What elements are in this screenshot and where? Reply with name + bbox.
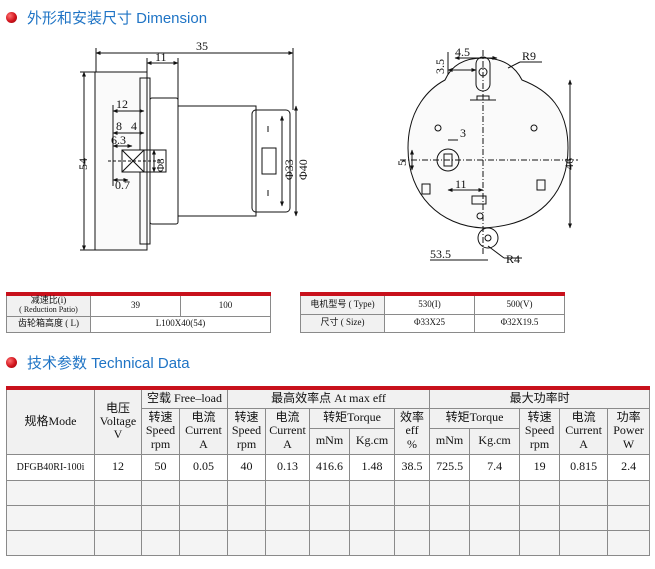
voltage-cell: 12 xyxy=(94,453,142,481)
motor-type-label: 电机型号 ( Type) xyxy=(300,293,385,315)
max-torque-mnm-unit: mNm xyxy=(429,427,471,455)
motor-size-1: Φ33X25 xyxy=(384,313,475,333)
svg-text:R4: R4 xyxy=(506,252,520,266)
technical-data-table: 规格Mode 电压 Voltage V 空载 Free–load 最高效率点 A… xyxy=(6,386,651,556)
svg-text:53.5: 53.5 xyxy=(430,247,451,261)
svg-text:3: 3 xyxy=(460,126,466,140)
model-cell: DFGB40RI-100i xyxy=(6,453,95,481)
eff-current-cell: 0.13 xyxy=(265,453,311,481)
side-view xyxy=(80,48,298,251)
ratio-table: 减速比(i) ( Reduction Patio) 39 100 齿轮箱高度 (… xyxy=(6,292,271,333)
max-torque-mnm-cell: 725.5 xyxy=(429,453,471,481)
red-bullet-icon xyxy=(6,356,17,368)
max-torque-header: 转矩Torque xyxy=(429,407,521,429)
svg-text:46: 46 xyxy=(562,158,576,170)
motor-size-label: 尺寸 ( Size) xyxy=(300,313,385,333)
svg-text:R9: R9 xyxy=(522,49,536,63)
motor-type-2: 500(V) xyxy=(474,293,565,315)
ratio-value-1: 39 xyxy=(90,293,181,317)
svg-text:35: 35 xyxy=(196,39,208,53)
max-power-cell: 2.4 xyxy=(607,453,651,481)
front-view-labels: 4.5 3.5 R9 3 5 11 46 53.5 R4 xyxy=(395,45,576,266)
gearbox-height-label: 齿轮箱高度 ( L) xyxy=(6,315,91,333)
max-torque-kgcm-cell: 7.4 xyxy=(469,453,521,481)
table-row xyxy=(6,504,651,531)
dimension-drawing: 35 11 12 8 4 6.3 54 0.7 Φ8 Φ33 Φ40 xyxy=(76,39,578,266)
free-load-header: 空载 Free–load xyxy=(140,387,229,409)
svg-text:Φ40: Φ40 xyxy=(296,159,310,180)
max-speed-cell: 19 xyxy=(519,453,561,481)
svg-text:5: 5 xyxy=(395,160,409,166)
eff-torque-header: 转矩Torque xyxy=(309,407,396,429)
max-power-header: 最大功率时 xyxy=(429,387,651,409)
gearbox-height-value: L100X40(54) xyxy=(90,315,271,333)
eff-torque-kgcm-unit: Kg.cm xyxy=(349,427,396,455)
svg-text:6.3: 6.3 xyxy=(111,133,126,147)
max-current-cell: 0.815 xyxy=(559,453,609,481)
front-view xyxy=(400,50,578,261)
svg-text:4: 4 xyxy=(131,119,137,133)
svg-text:Φ8: Φ8 xyxy=(155,158,167,172)
efficiency-cell: 38.5 xyxy=(394,453,431,481)
red-bullet-icon xyxy=(6,11,17,23)
side-view-labels: 35 11 12 8 4 6.3 54 0.7 Φ8 Φ33 Φ40 xyxy=(76,39,310,192)
svg-text:3.5: 3.5 xyxy=(433,59,447,74)
table-row xyxy=(6,529,651,556)
eff-speed-cell: 40 xyxy=(227,453,267,481)
ratio-label: 减速比(i) ( Reduction Patio) xyxy=(6,293,91,317)
ratio-value-2: 100 xyxy=(180,293,271,317)
dimension-section-title: 外形和安装尺寸 Dimension xyxy=(6,7,207,27)
model-header: 规格Mode xyxy=(6,387,95,455)
max-eff-header: 最高效率点 At max eff xyxy=(227,387,431,409)
table-row: DFGB40RI-100i 12 50 0.05 40 0.13 416.6 1… xyxy=(6,453,651,481)
technical-section-title: 技术参数 Technical Data xyxy=(6,352,190,372)
svg-text:Φ33: Φ33 xyxy=(282,159,296,180)
max-torque-kgcm-unit: Kg.cm xyxy=(469,427,521,455)
eff-torque-mnm-unit: mNm xyxy=(309,427,351,455)
motor-type-1: 530(I) xyxy=(384,293,475,315)
free-speed-cell: 50 xyxy=(141,453,180,481)
svg-text:4.5: 4.5 xyxy=(455,45,470,59)
free-current-cell: 0.05 xyxy=(178,453,229,481)
table-row xyxy=(6,479,651,506)
svg-text:54: 54 xyxy=(76,158,90,170)
motor-table: 电机型号 ( Type) 530(I) 500(V) 尺寸 ( Size) Φ3… xyxy=(300,292,565,333)
svg-text:12: 12 xyxy=(116,97,128,111)
motor-size-2: Φ32X19.5 xyxy=(474,313,565,333)
svg-text:8: 8 xyxy=(116,119,122,133)
eff-torque-mnm-cell: 416.6 xyxy=(309,453,351,481)
svg-text:11: 11 xyxy=(455,177,467,191)
svg-text:0.7: 0.7 xyxy=(115,178,130,192)
svg-text:11: 11 xyxy=(155,50,167,64)
voltage-header: 电压 Voltage V xyxy=(94,387,142,455)
eff-torque-kgcm-cell: 1.48 xyxy=(349,453,396,481)
